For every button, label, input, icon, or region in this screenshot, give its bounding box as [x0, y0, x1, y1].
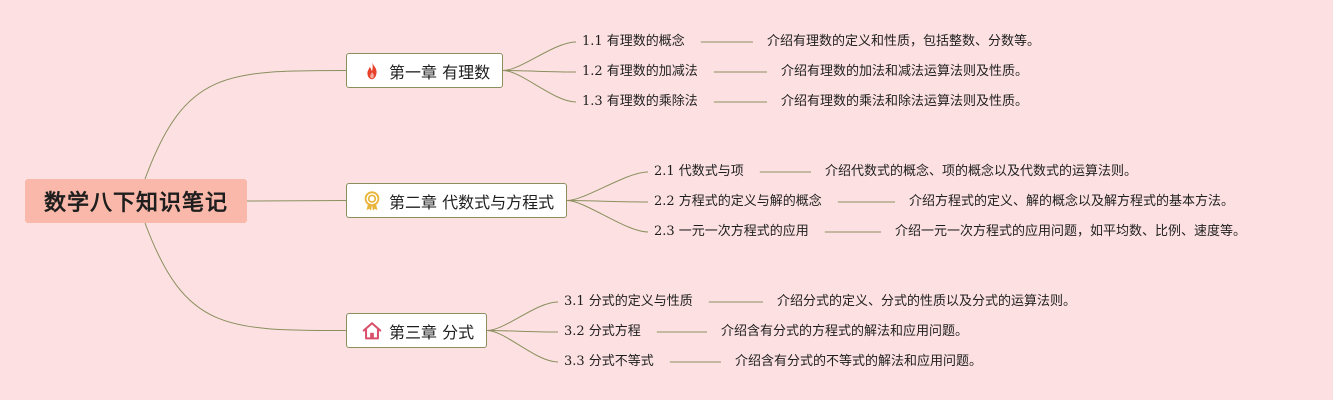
chapter-node-3[interactable]: 第三章 分式 — [346, 313, 488, 348]
chapter-node-2[interactable]: 第二章 代数式与方程式 — [346, 183, 568, 218]
topic-1-1[interactable]: 1.1 有理数的概念 — [582, 34, 685, 49]
fire-icon — [361, 60, 383, 82]
branch-connector — [487, 330, 559, 363]
branch-connector — [503, 41, 577, 71]
topic-3-1-description[interactable]: 介绍分式的定义、分式的性质以及分式的运算法则。 — [777, 294, 1077, 309]
root-connector — [144, 70, 347, 180]
branch-connector — [567, 200, 649, 203]
branch-connector — [567, 171, 649, 201]
topic-1-2[interactable]: 1.2 有理数的加减法 — [582, 64, 698, 79]
topic-2-1-description[interactable]: 介绍代数式的概念、项的概念以及代数式的运算法则。 — [825, 164, 1138, 179]
topic-3-1[interactable]: 3.1 分式的定义与性质 — [564, 294, 693, 309]
branch-connector — [503, 70, 577, 103]
topic-2-2-description[interactable]: 介绍方程式的定义、解的概念以及解方程式的基本方法。 — [909, 194, 1235, 209]
root-connector — [144, 222, 347, 331]
home-icon — [361, 320, 383, 342]
topic-1-3-description[interactable]: 介绍有理数的乘法和除法运算法则及性质。 — [781, 94, 1029, 109]
root-connector — [246, 200, 347, 202]
topic-3-3[interactable]: 3.3 分式不等式 — [564, 354, 654, 369]
branch-connector — [503, 70, 577, 73]
root-title: 数学八下知识笔记 — [43, 191, 228, 216]
chapter-title: 第三章 分式 — [389, 322, 475, 342]
chapter-title: 第一章 有理数 — [389, 62, 491, 82]
topic-2-2[interactable]: 2.2 方程式的定义与解的概念 — [654, 194, 822, 209]
topic-3-2[interactable]: 3.2 分式方程 — [564, 324, 641, 339]
topic-2-1[interactable]: 2.1 代数式与项 — [654, 164, 744, 179]
topic-1-3[interactable]: 1.3 有理数的乘除法 — [582, 94, 698, 109]
chapter-node-1[interactable]: 第一章 有理数 — [346, 53, 504, 88]
chapter-title: 第二章 代数式与方程式 — [389, 192, 555, 212]
topic-2-3[interactable]: 2.3 一元一次方程式的应用 — [654, 224, 809, 239]
topic-3-3-description[interactable]: 介绍含有分式的不等式的解法和应用问题。 — [735, 354, 983, 369]
branch-connector — [487, 330, 559, 333]
award-medal-icon — [361, 190, 383, 212]
root-node[interactable]: 数学八下知识笔记 — [25, 179, 247, 223]
topic-1-2-description[interactable]: 介绍有理数的加法和减法运算法则及性质。 — [781, 64, 1029, 79]
topic-3-2-description[interactable]: 介绍含有分式的方程式的解法和应用问题。 — [721, 324, 969, 339]
topic-1-1-description[interactable]: 介绍有理数的定义和性质，包括整数、分数等。 — [767, 34, 1041, 49]
topic-2-3-description[interactable]: 介绍一元一次方程式的应用问题，如平均数、比例、速度等。 — [895, 224, 1247, 239]
branch-connector — [487, 301, 559, 331]
branch-connector — [567, 200, 649, 233]
